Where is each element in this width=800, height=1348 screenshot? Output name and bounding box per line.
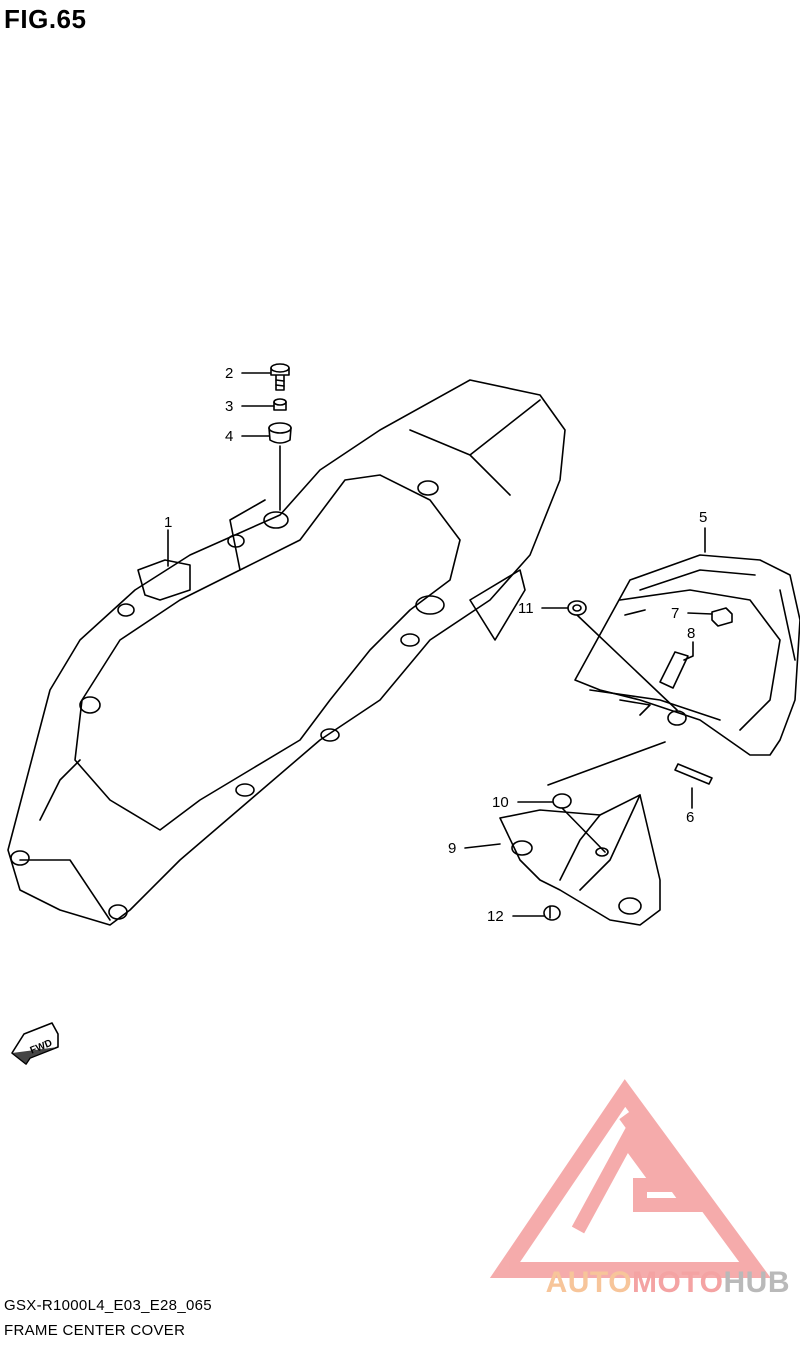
clip-nut-part[interactable] <box>567 600 587 616</box>
brand-moto: MOTO <box>632 1266 724 1299</box>
callout-6: 6 <box>686 809 694 826</box>
callout-10: 10 <box>492 794 509 811</box>
inner-cover-part[interactable] <box>499 794 661 926</box>
fwd-arrow-icon: FWD <box>11 1022 59 1065</box>
callout-1: 1 <box>164 514 172 531</box>
leader-line <box>464 843 501 849</box>
callout-12: 12 <box>487 908 504 925</box>
callout-4: 4 <box>225 428 233 445</box>
pad-part[interactable] <box>659 651 689 689</box>
callout-9: 9 <box>448 840 456 857</box>
assembly-line <box>561 807 606 853</box>
brand-auto: AUTO <box>545 1266 633 1299</box>
bolt-part[interactable] <box>270 363 290 391</box>
side-cover-part[interactable] <box>574 554 800 756</box>
leader-line <box>683 641 694 661</box>
callout-3: 3 <box>225 398 233 415</box>
brand-hub: HUB <box>723 1266 790 1299</box>
watermark-logo-icon <box>489 1079 771 1278</box>
assembly-line <box>547 741 666 786</box>
clip-part[interactable] <box>711 607 733 627</box>
callout-2: 2 <box>225 365 233 382</box>
nut-part[interactable] <box>552 793 572 809</box>
assembly-line <box>576 614 678 711</box>
model-code: GSX-R1000L4_E03_E28_065 <box>4 1297 212 1314</box>
frame-center-cover-part[interactable] <box>7 379 566 926</box>
figure-title: FIG.65 <box>4 4 87 34</box>
section-name: FRAME CENTER COVER <box>4 1322 186 1339</box>
leader-line <box>687 612 713 615</box>
callout-5: 5 <box>699 509 707 526</box>
tape-part[interactable] <box>674 763 713 785</box>
watermark-brand: AUTOMOTOHUB <box>546 1266 790 1300</box>
callout-8: 8 <box>687 625 695 642</box>
callout-11: 11 <box>518 600 534 617</box>
screw-part[interactable] <box>543 905 561 921</box>
collar-part[interactable] <box>273 398 287 411</box>
callout-7: 7 <box>671 605 679 622</box>
cushion-part[interactable] <box>268 422 292 444</box>
